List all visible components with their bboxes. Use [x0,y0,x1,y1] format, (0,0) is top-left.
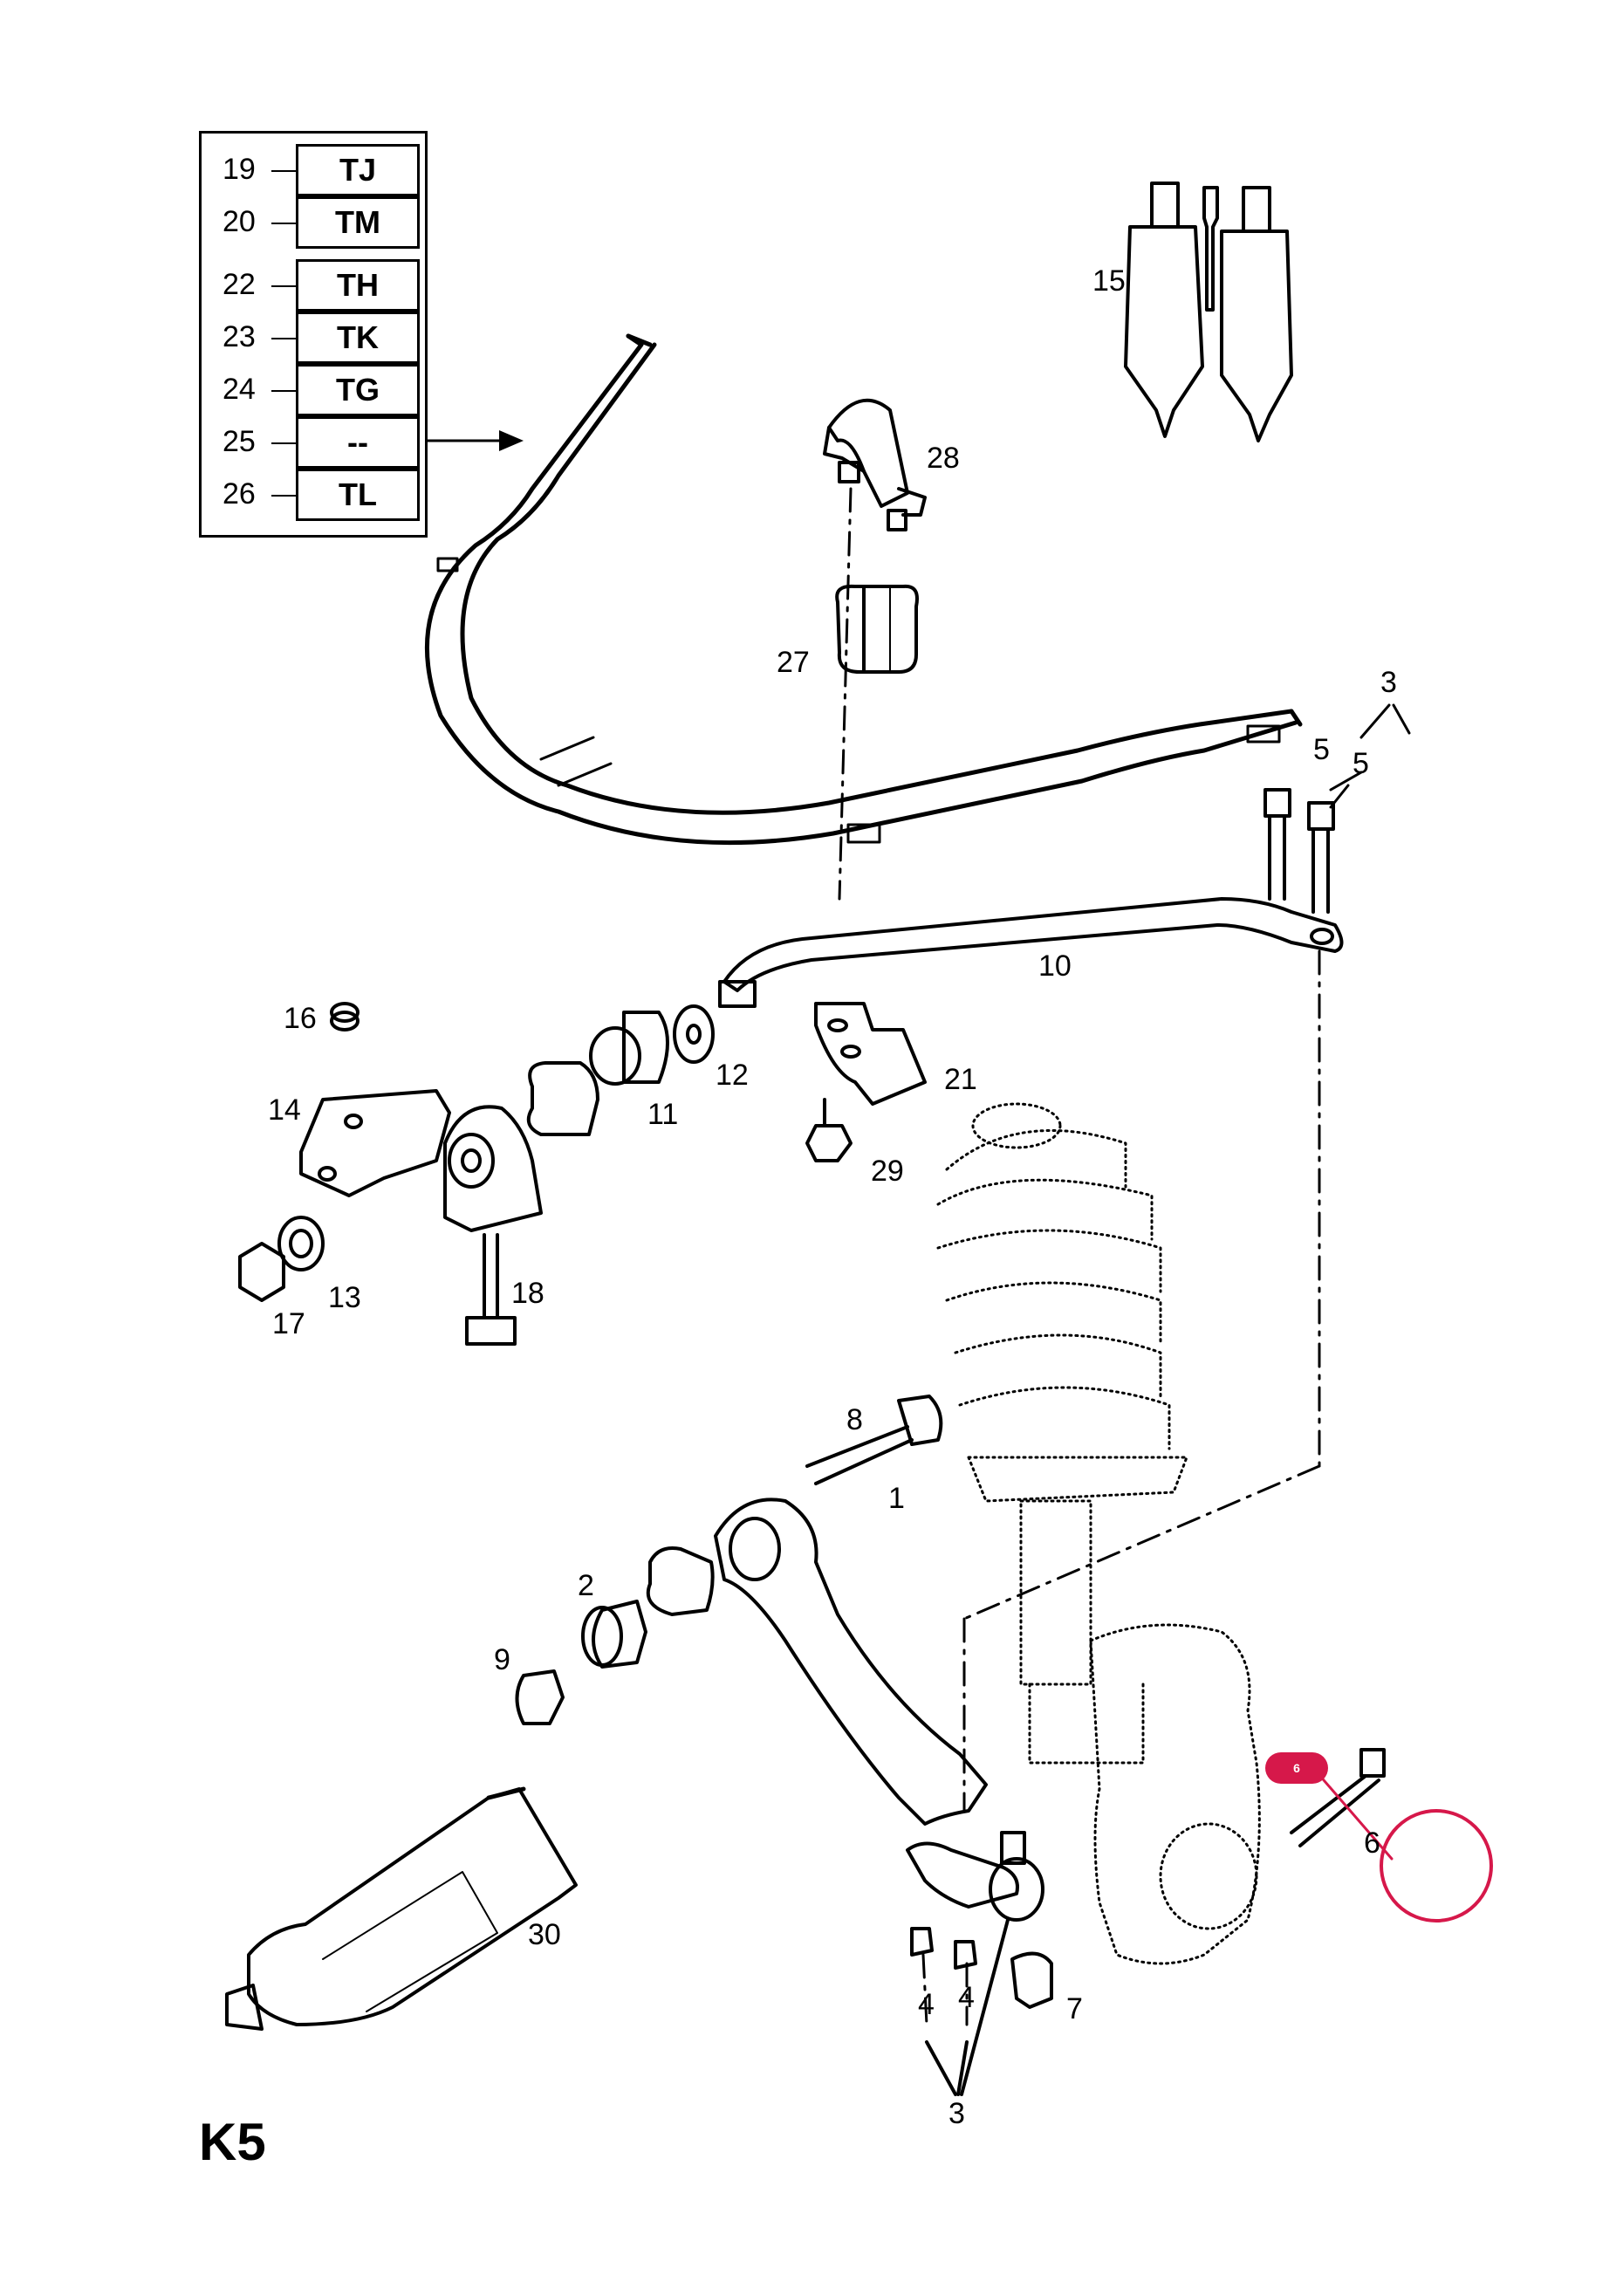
code-row: 19 TJ [202,144,425,196]
bracket-14 [299,1089,543,1232]
callout-4-right[interactable]: 4 [958,1981,975,2014]
hotspot-badge[interactable]: 6 [1265,1752,1328,1784]
bolt-8 [805,1395,943,1485]
bolt-6 [1290,1748,1394,1861]
code-value: TL [296,469,420,521]
stabilizer-bar [425,333,1303,846]
shock-absorbers-15 [1124,182,1293,442]
callout-10[interactable]: 10 [1038,949,1072,983]
code-tick [271,338,296,339]
code-row: 25 -- [202,416,425,469]
code-value: TG [296,364,420,416]
callout-9[interactable]: 9 [494,1643,510,1676]
code-value: TH [296,259,420,312]
code-number: 25 [223,425,256,458]
callout-8[interactable]: 8 [846,1403,863,1436]
callout-5-left[interactable]: 5 [1313,733,1330,766]
code-number: 26 [223,477,256,511]
bracket-28 [823,398,927,531]
code-tick [271,442,296,444]
code-value: -- [296,416,420,469]
page-identifier: K5 [199,2113,266,2171]
code-row: 23 TK [202,312,425,364]
control-arm-1 [714,1498,988,1826]
code-number: 22 [223,268,256,301]
callout-14[interactable]: 14 [268,1093,301,1127]
callout-18[interactable]: 18 [511,1277,544,1310]
callout-16[interactable]: 16 [284,1002,317,1035]
code-tick [271,170,296,172]
ball-joint-3 [906,1831,1053,2096]
code-row: 20 TM [202,196,425,249]
code-number: 24 [223,373,256,406]
code-tick [271,390,296,392]
spring-strut [936,1102,1261,1965]
code-tick [271,223,296,224]
callout-13[interactable]: 13 [328,1281,361,1314]
callout-30[interactable]: 30 [528,1918,561,1951]
callout-5-right[interactable]: 5 [1352,747,1369,780]
code-number: 19 [223,153,256,186]
callout-3-top[interactable]: 3 [1380,666,1397,699]
bushings-2-9 [515,1546,715,1725]
callout-28[interactable]: 28 [927,442,960,475]
callout-7[interactable]: 7 [1066,1992,1083,2025]
code-tick [271,495,296,497]
bushing-set-11-12 [526,1004,715,1136]
callout-2[interactable]: 2 [578,1569,594,1602]
bolts-5 [1263,788,1335,914]
code-value: TM [296,196,420,249]
code-number: 20 [223,205,256,238]
small-hardware [238,1002,517,1346]
leader-lines [1329,703,1411,809]
code-table: 19 TJ 20 TM 22 TH 23 TK 24 TG 25 -- [199,131,428,538]
code-row: 24 TG [202,364,425,416]
callout-15[interactable]: 15 [1092,264,1126,298]
callout-6[interactable]: 6 [1364,1827,1380,1860]
code-row: 26 TL [202,469,425,521]
assembly-lines [838,487,1321,2026]
code-tick [271,285,296,287]
code-value: TK [296,312,420,364]
bracket-21 [805,1002,927,1162]
code-row: 22 TH [202,259,425,312]
callout-1[interactable]: 1 [888,1482,905,1515]
hotspot-ring-icon[interactable] [1380,1809,1493,1922]
callout-27[interactable]: 27 [777,646,810,679]
callout-4-left[interactable]: 4 [918,1988,935,2021]
bushing-27 [835,584,919,674]
callout-12[interactable]: 12 [716,1059,749,1092]
callout-21[interactable]: 21 [944,1063,977,1096]
grease-tube-30 [225,1786,578,2031]
tie-rod-10 [718,897,1344,1008]
table-arrow [426,430,524,451]
callout-17[interactable]: 17 [272,1307,305,1340]
callout-29[interactable]: 29 [871,1155,904,1188]
callout-3-bottom[interactable]: 3 [948,2097,965,2130]
code-number: 23 [223,320,256,353]
code-value: TJ [296,144,420,196]
callout-11[interactable]: 11 [647,1098,679,1131]
